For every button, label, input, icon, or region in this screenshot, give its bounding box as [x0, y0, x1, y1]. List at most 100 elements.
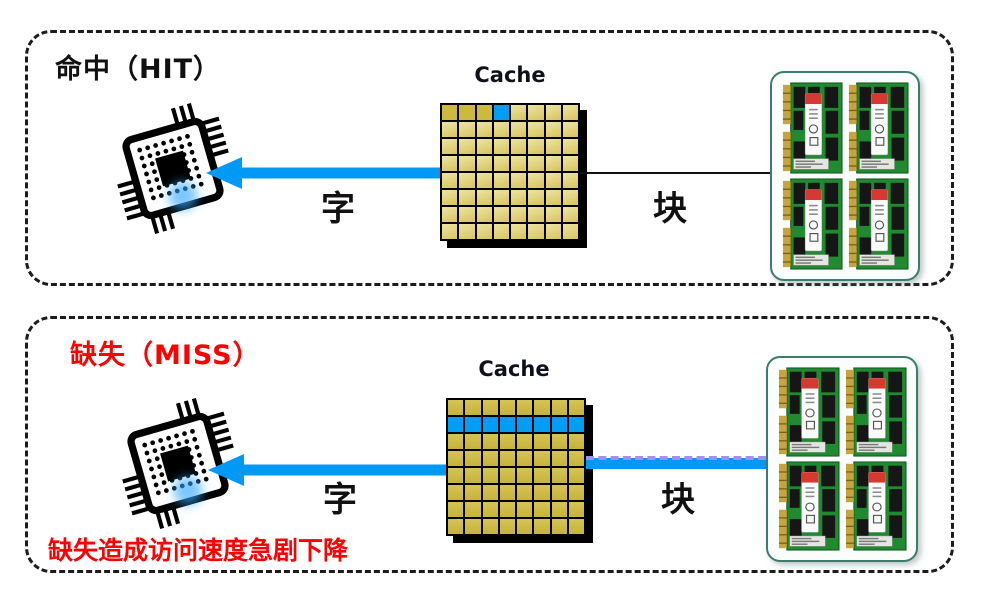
cache-cell — [545, 139, 561, 154]
cache-cell — [476, 190, 492, 205]
cache-cell — [442, 105, 458, 120]
cache-cell — [528, 207, 544, 222]
cache-cell — [517, 468, 533, 483]
cache-cell — [551, 468, 567, 483]
cache-cell — [493, 190, 509, 205]
cache-cell — [448, 434, 464, 449]
memory-box — [766, 356, 918, 562]
cache-cell — [476, 224, 492, 239]
cache-cell — [476, 139, 492, 154]
cache-cell — [517, 519, 533, 534]
miss-panel-title: 缺失（MISS） — [70, 340, 261, 371]
cache-cell — [465, 468, 481, 483]
cache-cell — [534, 468, 550, 483]
cache-cell — [562, 224, 578, 239]
ram-module-icon — [844, 367, 907, 457]
cache-cell — [459, 105, 475, 120]
cache-cell — [493, 156, 509, 171]
cache-cell — [499, 434, 515, 449]
cache-cell — [499, 417, 515, 432]
cache-cell — [511, 156, 527, 171]
cache-cell — [493, 207, 509, 222]
cache-cell — [459, 173, 475, 188]
cache-cell — [534, 417, 550, 432]
miss-panel: 缺失（MISS） 字 Cache 块 缺失造成访问速度急剧下降 — [25, 316, 954, 573]
cache-cell — [499, 485, 515, 500]
cache-cell — [465, 451, 481, 466]
cache-cell — [499, 400, 515, 415]
cache-cell — [465, 502, 481, 517]
cache-cell — [551, 502, 567, 517]
cache-cell — [448, 519, 464, 534]
cache-cell — [562, 105, 578, 120]
cache-cell — [517, 434, 533, 449]
cache-cell — [562, 190, 578, 205]
cache-cell — [511, 207, 527, 222]
cache-cell — [459, 139, 475, 154]
ram-module-icon — [781, 82, 843, 174]
cache-cell — [459, 190, 475, 205]
cache-cell — [442, 173, 458, 188]
cache-cell — [482, 434, 498, 449]
cache-cell — [528, 156, 544, 171]
cache-cell — [534, 451, 550, 466]
cache-cell — [511, 122, 527, 137]
memory-box — [770, 71, 920, 281]
cache-cell — [568, 434, 584, 449]
cache-cell — [562, 122, 578, 137]
ram-module-icon — [777, 367, 840, 457]
cache-cell — [482, 451, 498, 466]
cache-cell — [493, 122, 509, 137]
cache-label: Cache — [474, 63, 546, 87]
cache-cell — [442, 224, 458, 239]
cache-cell — [534, 502, 550, 517]
cache-cell — [448, 417, 464, 432]
cache-cell — [499, 468, 515, 483]
cache-cell — [528, 105, 544, 120]
word-arrow-icon — [206, 157, 446, 189]
cache-cell — [562, 156, 578, 171]
cache-cell — [545, 190, 561, 205]
cache-cell — [551, 434, 567, 449]
cache-cell — [528, 122, 544, 137]
cache-cell — [551, 485, 567, 500]
cache-cell — [442, 207, 458, 222]
cache-cell — [459, 122, 475, 137]
cache-cell — [551, 451, 567, 466]
word-arrow-icon — [208, 454, 458, 486]
cache-cell — [545, 173, 561, 188]
block-transfer-line — [586, 456, 766, 469]
cache-cell — [528, 173, 544, 188]
cache-cell — [517, 502, 533, 517]
cache-cell — [482, 400, 498, 415]
cache-grid — [440, 103, 580, 241]
cache-cell — [465, 417, 481, 432]
cache-cell — [511, 139, 527, 154]
cache-cell — [511, 190, 527, 205]
cache-cell — [568, 417, 584, 432]
cache-cell — [459, 224, 475, 239]
cache-cell — [568, 519, 584, 534]
cache-cell — [511, 224, 527, 239]
cache-cell — [511, 173, 527, 188]
cache-cell — [493, 105, 509, 120]
cache-cell — [448, 502, 464, 517]
cache-cell — [442, 156, 458, 171]
cache-cell — [534, 400, 550, 415]
word-label: 字 — [323, 480, 357, 520]
cache-cell — [545, 156, 561, 171]
cache-cell — [476, 207, 492, 222]
cache-cell — [482, 502, 498, 517]
cache-grid — [446, 398, 586, 536]
hit-panel: 命中（HIT） 字 Cache 块 — [25, 30, 954, 286]
cache-cell — [562, 173, 578, 188]
hit-panel-title: 命中（HIT） — [55, 54, 222, 85]
cache-cell — [568, 451, 584, 466]
cache-cell — [448, 485, 464, 500]
miss-note: 缺失造成访问速度急剧下降 — [48, 536, 349, 565]
ram-module-icon — [847, 82, 909, 174]
cache-cell — [448, 468, 464, 483]
cache-cell — [459, 156, 475, 171]
cache-cell — [442, 190, 458, 205]
